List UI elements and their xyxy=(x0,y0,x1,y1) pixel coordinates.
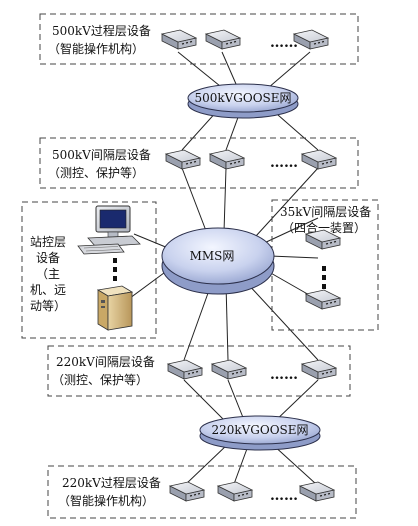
svg-text:……: …… xyxy=(270,155,298,171)
bay500-label-line2: （测控、保护等） xyxy=(48,166,144,180)
bay500-label: 500kV间隔层设备 （测控、保护等） xyxy=(48,148,151,180)
station-label: 站控层 设备 （主 机、远 动等） xyxy=(30,235,66,313)
svg-text:……: …… xyxy=(270,488,298,504)
station-label-line1: 站控层 xyxy=(30,235,66,249)
bay500-ellipsis: …… xyxy=(270,155,298,171)
process220-box xyxy=(47,465,357,519)
station-label-line3: （主 xyxy=(36,267,60,281)
process500-label-line2: （智能操作机构） xyxy=(48,41,144,56)
bay220-label-line2: （测控、保护等） xyxy=(52,373,148,387)
station-box xyxy=(21,201,157,339)
svg-text:（智能操作机构）: （智能操作机构） xyxy=(58,493,154,508)
svg-text:设备: 设备 xyxy=(36,251,60,265)
process500-device-icon xyxy=(160,29,198,50)
station-label-line4: 机、远 xyxy=(30,283,66,297)
svg-text:220kVGOOSE网: 220kVGOOSE网 xyxy=(211,423,308,437)
process220-device-icon xyxy=(298,481,336,502)
goose500-label: 500kVGOOSE网 xyxy=(194,91,291,105)
svg-text:（四合一装置）: （四合一装置） xyxy=(282,220,366,235)
goose220-label: 220kVGOOSE网 xyxy=(211,423,308,437)
process220-device-icon xyxy=(168,481,206,502)
bay35-label-line2: （四合一装置） xyxy=(282,220,366,235)
svg-text:500kVGOOSE网: 500kVGOOSE网 xyxy=(194,91,291,105)
svg-text:220kV间隔层设备: 220kV间隔层设备 xyxy=(56,355,155,369)
bay35-label-line1: 35kV间隔层设备 xyxy=(280,205,371,219)
bay220-device-icon xyxy=(166,359,204,380)
svg-text:（测控、保护等）: （测控、保护等） xyxy=(52,373,148,387)
ellipsis-marks: …… …… …… …… xyxy=(270,35,298,504)
bay500-device-icon xyxy=(208,149,246,170)
bay35-label: 35kV间隔层设备 （四合一装置） xyxy=(280,205,371,235)
process500-ellipsis: …… xyxy=(270,35,298,51)
svg-text:站控层: 站控层 xyxy=(30,235,66,249)
dashed-group-boxes xyxy=(21,13,379,519)
svg-text:（主: （主 xyxy=(36,267,60,281)
svg-text:机、远: 机、远 xyxy=(30,283,66,297)
server-tower-icon xyxy=(96,285,134,331)
process220-label-line1: 220kV过程层设备 xyxy=(62,475,161,490)
process220-ellipsis: …… xyxy=(270,488,298,504)
svg-text:……: …… xyxy=(270,35,298,51)
process500-device-icon xyxy=(204,29,242,50)
bay35-device-icon xyxy=(304,229,342,250)
process500-label: 500kV过程层设备 （智能操作机构） xyxy=(48,23,151,56)
vertical-ellipsis-marks xyxy=(113,258,326,289)
svg-text:MMS网: MMS网 xyxy=(190,249,235,263)
process500-box xyxy=(39,13,359,65)
svg-text:……: …… xyxy=(270,367,298,383)
bay220-device-icon xyxy=(210,359,248,380)
process220-label: 220kV过程层设备 （智能操作机构） xyxy=(58,475,161,508)
bay35-device-icon xyxy=(304,289,342,310)
station-label-line5: 动等） xyxy=(30,299,66,313)
bay500-box xyxy=(39,137,359,189)
svg-text:（测控、保护等）: （测控、保护等） xyxy=(48,166,144,180)
bay500-label-line1: 500kV间隔层设备 xyxy=(52,148,151,162)
bay500-device-icon xyxy=(300,149,338,170)
bay500-device-icon xyxy=(164,149,202,170)
bay220-ellipsis: …… xyxy=(270,367,298,383)
process500-label-line1: 500kV过程层设备 xyxy=(52,23,151,38)
svg-text:（智能操作机构）: （智能操作机构） xyxy=(48,41,144,56)
bay220-label: 220kV间隔层设备 （测控、保护等） xyxy=(52,355,155,387)
process220-device-icon xyxy=(216,481,254,502)
process220-label-line2: （智能操作机构） xyxy=(58,493,154,508)
goose220-hub: 220kVGOOSE网 xyxy=(199,415,321,451)
svg-text:500kV过程层设备: 500kV过程层设备 xyxy=(52,23,151,38)
svg-text:动等）: 动等） xyxy=(30,299,66,313)
svg-text:35kV间隔层设备: 35kV间隔层设备 xyxy=(280,205,371,219)
bay35-box xyxy=(271,199,379,331)
mms-label: MMS网 xyxy=(190,249,235,263)
bay220-label-line1: 220kV间隔层设备 xyxy=(56,355,155,369)
mms-hub: MMS网 xyxy=(161,227,275,295)
device-icons xyxy=(160,29,342,502)
process500-device-icon xyxy=(292,29,330,50)
workstation-computer-icon xyxy=(77,205,141,255)
station-label-line2: 设备 xyxy=(36,251,60,265)
goose500-hub: 500kVGOOSE网 xyxy=(187,83,299,119)
bay220-box xyxy=(47,345,351,397)
svg-text:220kV过程层设备: 220kV过程层设备 xyxy=(62,475,161,490)
svg-text:500kV间隔层设备: 500kV间隔层设备 xyxy=(52,148,151,162)
bay220-device-icon xyxy=(300,359,338,380)
